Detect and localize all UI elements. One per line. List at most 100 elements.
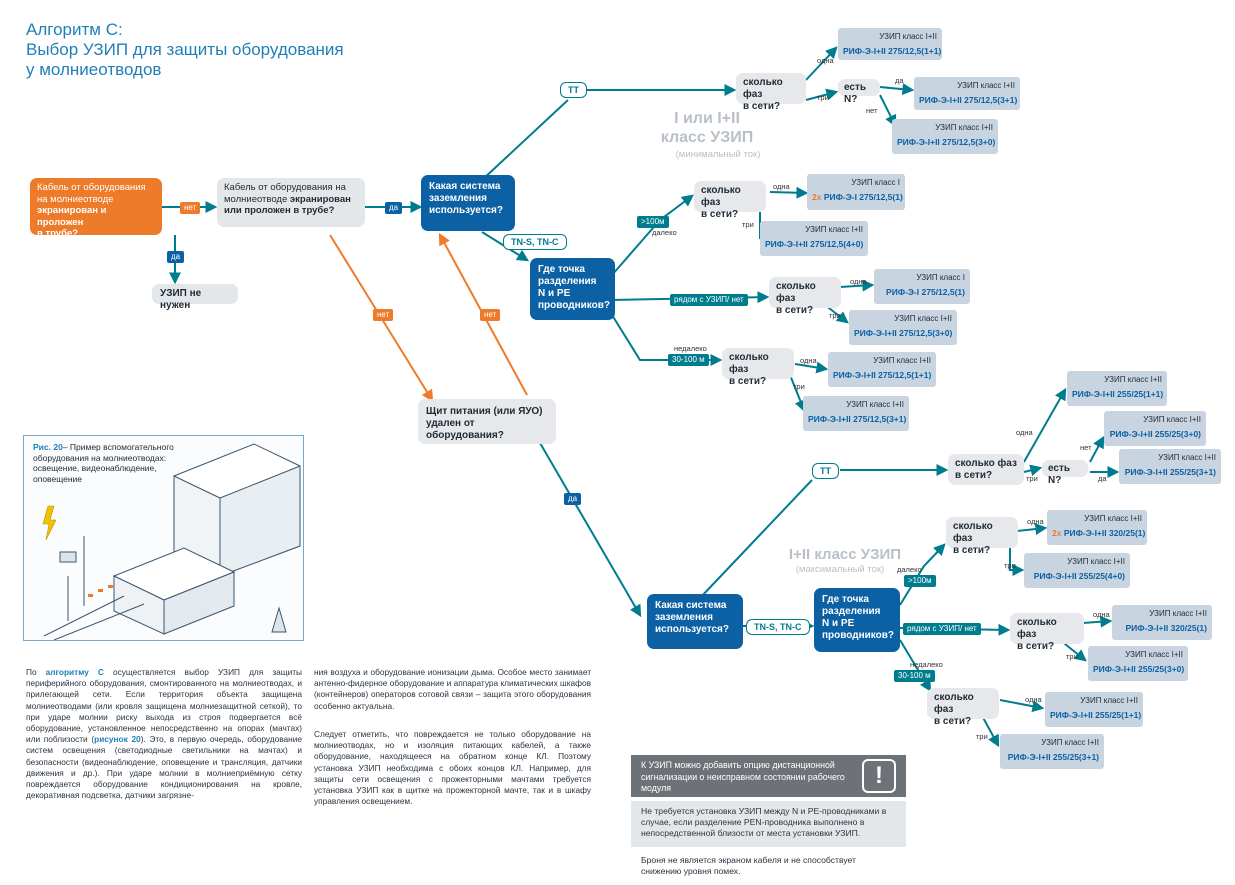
phase-text: сколько фаз — [776, 281, 816, 304]
product-card: УЗИП класс I+II РИФ-Э-I+II 275/12,5(3+0) — [849, 310, 957, 345]
shield-text: удален от оборудования? — [426, 418, 504, 441]
class-label-top: I или I+II класс УЗИП — [652, 109, 762, 147]
product-model: РИФ-Э-I 275/12,5(1) — [823, 192, 903, 202]
edge-label-gt100: >100м — [637, 216, 669, 228]
phase-text: в сети? — [1017, 641, 1055, 652]
body-paragraph-2: ния воздуха и оборудование ионизации дым… — [314, 667, 591, 711]
separation-question-bottom: Где точка разделения N и PE проводников? — [814, 588, 900, 652]
edge-label-no: нет — [480, 309, 501, 321]
product-class: УЗИП класс I+II — [873, 356, 931, 365]
shield-distance-question: Щит питания (или ЯУО) удален от оборудов… — [418, 399, 556, 444]
edge-label-three: три — [829, 311, 841, 320]
sep-text: разделения — [538, 276, 597, 287]
product-class: УЗИП класс I+II — [1143, 415, 1201, 424]
edge-label-one: одна — [773, 182, 790, 191]
edge-label-one: одна — [850, 277, 867, 286]
no-spd-needed-node: УЗИП не нужен — [152, 284, 238, 311]
phase-text: в сети? — [743, 101, 781, 112]
body-paragraph-3: Следует отметить, что повреждается не то… — [314, 729, 591, 807]
product-class: УЗИП класс I+II — [935, 123, 993, 132]
start-text-bold: в трубе? — [37, 228, 79, 239]
phase-count-question: сколько фаз в сети? — [722, 348, 794, 387]
edge-label-range: 30-100 м — [668, 354, 709, 366]
product-card: УЗИП класс I+II РИФ-Э-I+II 275/12,5(4+0) — [760, 221, 868, 256]
neutral-question: есть N? — [1042, 460, 1088, 486]
product-model: РИФ-Э-I+II 275/12,5(3+0) — [897, 137, 996, 147]
product-model: РИФ-Э-I+II 255/25(1+1) — [1050, 710, 1142, 720]
class-text: I или I+II — [674, 110, 740, 127]
figure-label: Рис. 20 — [33, 442, 63, 452]
edge-label-far: далеко — [652, 228, 677, 237]
shield-text: Щит питания (или ЯУО) — [426, 406, 543, 417]
phase-count-question: сколько фаз в сети? — [769, 277, 841, 316]
body-text: По — [26, 667, 46, 677]
edge-label-far: далеко — [897, 565, 922, 574]
grounding-system-question-top: Какая система заземления используется? — [421, 175, 515, 231]
sysq-text: Какая система — [429, 181, 501, 192]
edge-label-three: три — [742, 220, 754, 229]
product-card: УЗИП класс I+II РИФ-Э-I+II 255/25(4+0) — [1024, 553, 1130, 588]
product-qty: 2х — [1052, 528, 1064, 538]
sysq-text: Какая система — [655, 600, 727, 611]
start-text: на молниеотводе — [37, 193, 114, 205]
product-class: УЗИП класс I+II — [1080, 696, 1138, 705]
phase-text: сколько фаз — [701, 185, 741, 208]
note-text: К УЗИП можно добавить опцию дистанционно… — [641, 760, 845, 793]
product-card: УЗИП класс I РИФ-Э-I 275/12,5(1) — [874, 269, 970, 304]
start-text-bold: экранирован и проложен — [37, 205, 107, 228]
product-model: РИФ-Э-I+II 275/12,5(4+0) — [765, 239, 864, 249]
sep-text: проводников? — [822, 630, 895, 641]
edge-label-three: три — [1066, 652, 1078, 661]
product-card: УЗИП класс I+II РИФ-Э-I+II 255/25(3+0) — [1104, 411, 1206, 446]
phase-text: сколько фаз — [934, 692, 974, 715]
edge-label-near: недалеко — [910, 660, 943, 669]
armor-note: Броня не является экраном кабеля и не сп… — [641, 855, 856, 876]
edge-label-yes: да — [564, 493, 582, 505]
product-model: РИФ-Э-I+II 255/25(3+0) — [1093, 664, 1185, 674]
q2-text: молниеотводе — [224, 193, 290, 205]
product-model: РИФ-Э-I+II 255/25(3+0) — [1109, 429, 1201, 439]
product-class: УЗИП класс I+II — [846, 400, 904, 409]
phase-text: в сети? — [729, 376, 767, 387]
edge-label-tt: TT — [560, 82, 587, 98]
product-class: УЗИП класс I+II — [1067, 557, 1125, 566]
edge-label-no: нет — [180, 202, 201, 214]
product-class: УЗИП класс I+II — [1104, 375, 1162, 384]
separation-question-top: Где точка разделения N и PE проводников? — [530, 258, 615, 320]
phase-count-question: сколько фаз в сети? — [946, 517, 1018, 556]
q2-text: Кабель от оборудования на — [224, 182, 346, 193]
product-class: УЗИП класс I — [916, 273, 965, 282]
edge-label-tns: TN-S, TN-C — [503, 234, 567, 250]
algorithm-link[interactable]: алгоритму С — [45, 667, 104, 677]
edge-label-no: нет — [1080, 443, 1092, 452]
sep-text: N и PE — [822, 618, 855, 629]
phase-text: сколько фаз — [953, 521, 993, 544]
phase-text: сколько фаз — [955, 458, 1017, 469]
edge-label-three: три — [1026, 474, 1038, 483]
product-class: УЗИП класс I+II — [957, 81, 1015, 90]
lightning-illustration — [42, 443, 301, 640]
phase-count-question: сколько фаз в сети? — [736, 73, 806, 112]
title-line: Алгоритм С: — [26, 20, 123, 39]
phase-text: в сети? — [701, 209, 739, 220]
product-class: УЗИП класс I+II — [1084, 514, 1142, 523]
product-card: УЗИП класс I+II 2х РИФ-Э-I+II 320/25(1) — [1047, 510, 1147, 545]
product-model: РИФ-Э-I+II 320/25(1) — [1063, 528, 1146, 538]
product-card: УЗИП класс I+II РИФ-Э-I+II 275/12,5(1+1) — [828, 352, 936, 387]
figure-link[interactable]: рисунок 20 — [94, 734, 141, 745]
figure-panel: Рис. 20– Пример вспомогательного оборудо… — [23, 435, 304, 641]
edge-label-one: одна — [1025, 695, 1042, 704]
product-qty: 2х — [812, 192, 824, 202]
neutral-question: есть N? — [838, 79, 880, 105]
sysq-text: заземления — [429, 193, 487, 204]
product-model: РИФ-Э-I 275/12,5(1) — [886, 287, 965, 297]
edge-label-tt: TT — [812, 463, 839, 479]
product-card: УЗИП класс I+II РИФ-Э-I+II 255/25(3+0) — [1088, 646, 1188, 681]
phase-count-question: сколько фаз в сети? — [927, 688, 999, 727]
product-model: РИФ-Э-I+II 275/12,5(3+1) — [808, 414, 907, 424]
edge-label-near: недалеко — [674, 344, 707, 353]
edge-label-yes: да — [895, 76, 904, 85]
product-model: РИФ-Э-I+II 275/12,5(3+1) — [919, 95, 1018, 105]
title-line: Выбор УЗИП для защиты оборудования — [26, 40, 344, 59]
product-class: УЗИП класс I+II — [894, 314, 952, 323]
